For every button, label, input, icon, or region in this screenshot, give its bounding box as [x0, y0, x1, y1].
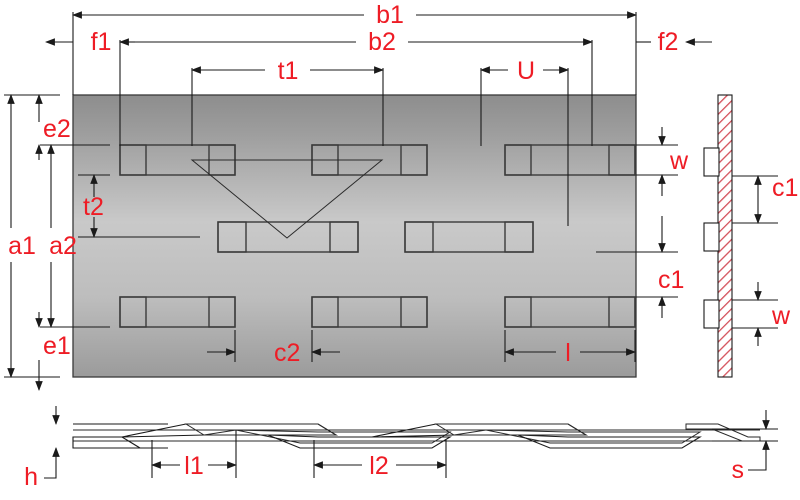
- dim-label-l1: l1: [184, 452, 203, 480]
- slot: [504, 296, 636, 328]
- dim-label-e1: e1: [43, 332, 71, 360]
- dim-label-h: h: [24, 463, 38, 491]
- dim-label-l2: l2: [369, 452, 388, 480]
- dim-label-a2: a2: [49, 232, 77, 260]
- slot-row-2: [217, 221, 534, 253]
- side-notch: [703, 222, 720, 252]
- slot: [504, 144, 636, 176]
- side-notch: [703, 299, 720, 329]
- slot-row-3: [119, 296, 636, 328]
- plate-body: [72, 94, 637, 378]
- strand-edge: [453, 429, 487, 436]
- dim-label-w-side: w: [771, 302, 791, 330]
- dim-label-c2: c2: [274, 339, 300, 367]
- leader-s: [748, 462, 767, 471]
- strand-edge: [203, 429, 237, 436]
- slot: [404, 221, 534, 253]
- strand-outline: [184, 423, 338, 436]
- dim-label-a1: a1: [8, 232, 36, 260]
- dim-label-t2: t2: [83, 193, 104, 221]
- dim-label-t1: t1: [278, 57, 299, 85]
- strand-down: [517, 434, 702, 449]
- top-dimensions: b1 b2 f1 f2 t1 U: [45, 1, 712, 226]
- left-dimensions: a1 a2 e2 e1 t2: [4, 94, 200, 391]
- side-notch: [703, 147, 720, 177]
- dim-label-f1: f1: [91, 28, 112, 56]
- strand-flat: [72, 436, 142, 449]
- dim-label-w: w: [669, 147, 689, 175]
- strand-down: [267, 434, 452, 449]
- plate-right-dimensions: w c1: [596, 127, 689, 318]
- front-view: [72, 94, 637, 378]
- slot: [119, 296, 236, 328]
- section-view: h l1 l2 s: [24, 406, 778, 491]
- dim-label-c1: c1: [658, 266, 684, 294]
- side-plate-section: [717, 94, 733, 378]
- slot: [311, 296, 428, 328]
- dim-label-c1-side: c1: [772, 174, 798, 202]
- dim-label-s: s: [732, 456, 745, 484]
- plate-bottom-dimensions: c2 l: [207, 330, 636, 367]
- strand-outline: [434, 423, 588, 436]
- triangle-overlay: [190, 159, 384, 239]
- slot: [217, 221, 359, 253]
- dim-label-f2: f2: [658, 28, 679, 56]
- dim-label-U: U: [517, 57, 535, 85]
- dim-label-l: l: [565, 339, 571, 367]
- dim-label-b2: b2: [368, 28, 396, 56]
- dim-label-e2: e2: [43, 115, 71, 143]
- side-view: c1 w: [703, 94, 798, 378]
- dim-label-b1: b1: [376, 1, 404, 29]
- leader-h: [44, 470, 57, 479]
- mesh-strands: [72, 423, 761, 449]
